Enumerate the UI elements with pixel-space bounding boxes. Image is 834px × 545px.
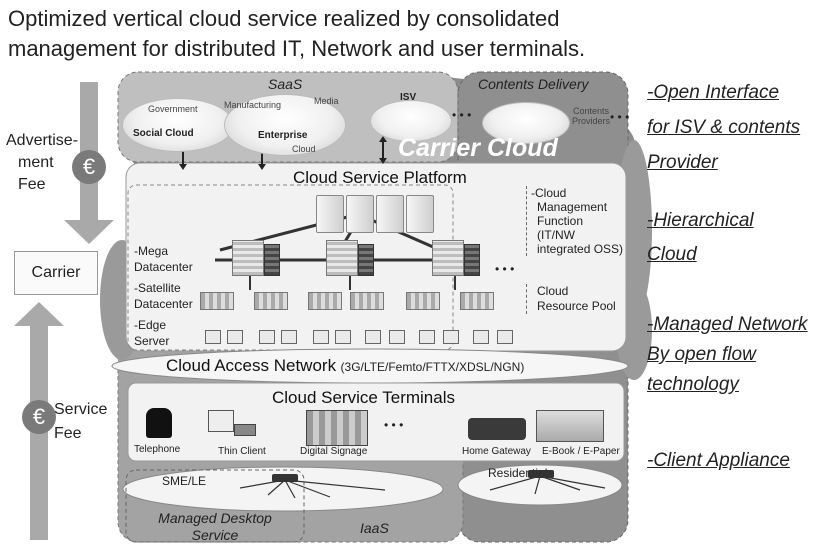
satellite-datacenter-label: -Satellite Datacenter bbox=[134, 281, 193, 311]
sme-router-icon bbox=[272, 474, 298, 482]
managed-desktop-label: Managed Desktop Service bbox=[158, 510, 272, 543]
iaas-label: IaaS bbox=[360, 520, 389, 536]
residential-oval bbox=[457, 464, 623, 506]
satellite-datacenters bbox=[200, 292, 520, 312]
management-servers bbox=[316, 195, 446, 233]
isv-bubble bbox=[370, 100, 452, 142]
contents-ellipsis: • • • bbox=[610, 110, 630, 124]
contents-delivery-label: Contents Delivery bbox=[478, 76, 589, 92]
platform-title: Cloud Service Platform bbox=[293, 168, 467, 187]
mega-datacenter-1 bbox=[232, 240, 280, 276]
enterprise-cloud-bubble bbox=[224, 94, 346, 156]
telephone-icon bbox=[146, 408, 172, 438]
saas-label: SaaS bbox=[268, 76, 303, 92]
terminals-ellipsis: • • • bbox=[384, 418, 404, 432]
advertisement-fee-label: Advertise- ment Fee bbox=[6, 132, 79, 193]
platform-ellipsis: • • • bbox=[495, 262, 515, 276]
manufacturing-label: Manufacturing bbox=[224, 100, 282, 110]
euro-icon-service: € bbox=[22, 400, 56, 434]
terminals-panel bbox=[127, 382, 625, 462]
access-network-label: Cloud Access Network (3G/LTE/Femto/FTTX/… bbox=[166, 356, 524, 376]
hierarchical-label: -Hierarchical Cloud bbox=[647, 210, 754, 265]
managed-desktop-box bbox=[125, 469, 305, 543]
media-label: Media bbox=[314, 96, 339, 106]
resource-pool-label: Cloud Resource Pool bbox=[526, 284, 616, 314]
carrier-box: Carrier bbox=[14, 251, 98, 295]
management-function-label: -Cloud Management Function (IT/NW integr… bbox=[526, 186, 623, 256]
government-label: Government bbox=[148, 104, 198, 114]
euro-icon: € bbox=[72, 150, 106, 184]
home-gateway-icon bbox=[468, 418, 526, 440]
access-network-tech: (3G/LTE/Femto/FTTX/XDSL/NGN) bbox=[340, 360, 525, 374]
client-appliance-label: -Client Appliance bbox=[647, 450, 790, 471]
contents-providers-label: Contents Providers bbox=[572, 106, 611, 126]
telephone-label: Telephone bbox=[134, 444, 181, 455]
thin-client-icon bbox=[208, 410, 256, 440]
service-fee-label: Service Fee bbox=[54, 401, 108, 442]
service-arrow-head bbox=[14, 302, 64, 326]
contents-bubble bbox=[482, 102, 570, 144]
mega-datacenter-label: -Mega Datacenter bbox=[134, 244, 193, 274]
social-cloud-label: Social Cloud bbox=[133, 128, 194, 139]
sme-network-lines bbox=[239, 475, 606, 499]
managed-network-label: -Managed Network By open flow technology bbox=[647, 314, 808, 395]
terminals-title: Cloud Service Terminals bbox=[272, 388, 455, 407]
mega-datacenter-2 bbox=[326, 240, 374, 276]
edge-servers bbox=[205, 330, 525, 344]
cloud-label: Cloud bbox=[292, 144, 316, 154]
advertisement-arrow-head bbox=[64, 220, 114, 244]
thin-client-label: Thin Client bbox=[218, 446, 266, 457]
sme-label: SME/LE bbox=[162, 474, 207, 488]
mega-datacenter-3 bbox=[432, 240, 480, 276]
open-interface-label: -Open Interface for ISV & contents Provi… bbox=[647, 82, 801, 173]
carrier-cloud-label: Carrier Cloud bbox=[398, 134, 558, 162]
edge-server-label: -Edge Server bbox=[134, 318, 170, 348]
residential-router-icon bbox=[528, 470, 554, 478]
isv-ellipsis: • • • bbox=[452, 108, 472, 122]
title-line-2: management for distributed IT, Network a… bbox=[8, 36, 586, 61]
ebook-icon bbox=[536, 410, 604, 442]
social-cloud-bubble bbox=[122, 98, 234, 152]
isv-label: ISV bbox=[400, 92, 417, 103]
digital-signage-icon bbox=[306, 410, 368, 446]
ebook-label: E-Book / E-Paper bbox=[542, 446, 620, 457]
sme-oval bbox=[122, 466, 444, 512]
access-network-title: Cloud Access Network bbox=[166, 356, 337, 375]
diagram-title: Optimized vertical cloud service realize… bbox=[8, 4, 585, 64]
title-line-1: Optimized vertical cloud service realize… bbox=[8, 6, 560, 31]
enterprise-label: Enterprise bbox=[258, 130, 308, 141]
digital-signage-label: Digital Signage bbox=[300, 446, 368, 457]
home-gateway-label: Home Gateway bbox=[462, 446, 531, 457]
